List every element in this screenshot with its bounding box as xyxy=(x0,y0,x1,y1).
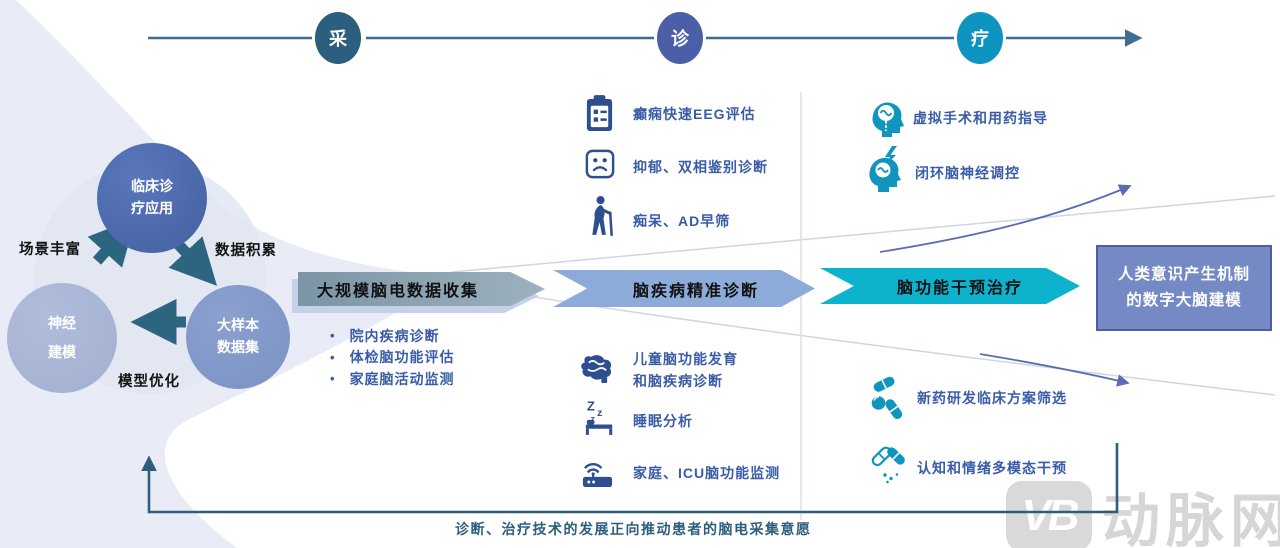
diagnosis-item-label: 儿童脑功能发育 xyxy=(633,351,738,367)
circle-clinical-application: 临床诊疗应用 xyxy=(97,143,207,253)
diagnosis-item-label: 痴呆、AD早筛 xyxy=(633,213,731,229)
banner-precise-diagnosis: 脑疾病精准诊断 xyxy=(553,270,815,307)
head-bolt-icon xyxy=(866,146,906,198)
diagnosis-item-label: 睡眠分析 xyxy=(633,413,693,429)
watermark-text: 动脉网 xyxy=(1102,489,1280,548)
capsules-icon xyxy=(871,442,907,490)
pills-icon xyxy=(870,375,904,425)
funnel-curves xyxy=(451,195,1276,396)
stage-diagnose: 诊 xyxy=(657,12,703,64)
feedback-loop-arrow xyxy=(141,443,1119,514)
head-brain-icon xyxy=(868,96,906,143)
svg-text:Z: Z xyxy=(587,398,595,413)
diagnosis-item-label: 癫痫快速EEG评估 xyxy=(633,106,756,122)
expansion-arrows xyxy=(879,184,1132,387)
goal-digital-brain-box: 人类意识产生机制的数字大脑建模 xyxy=(1096,245,1272,331)
monitor-device-icon xyxy=(580,456,615,493)
bullet-item: 家庭脑活动监测 xyxy=(330,368,455,390)
sleep-bed-icon: Z z z xyxy=(584,398,616,441)
svg-text:z: z xyxy=(591,414,595,424)
label-data-accumulation: 数据积累 xyxy=(215,243,277,259)
label-rich-scenarios: 场景丰富 xyxy=(19,242,81,258)
svg-text:z: z xyxy=(597,408,602,419)
banner-eeg-data-collection: 大规模脑电数据收集 xyxy=(298,272,545,306)
sad-face-icon xyxy=(585,149,615,184)
diagnosis-item-label: 抑郁、双相鉴别诊断 xyxy=(633,159,768,175)
feedback-caption: 诊断、治疗技术的发展正向推动患者的脑电采集意愿 xyxy=(455,521,812,537)
stage-treat: 疗 xyxy=(957,12,1003,64)
brain-icon xyxy=(577,351,616,388)
bullet-item: 院内疾病诊断 xyxy=(330,325,455,347)
collection-bullet-list: 院内疾病诊断 体检脑功能评估 家庭脑活动监测 xyxy=(330,325,455,390)
diagnosis-item-label: 家庭、ICU脑功能监测 xyxy=(633,465,781,481)
treatment-item-label: 新药研发临床方案筛选 xyxy=(917,390,1067,406)
banner-intervention-treatment: 脑功能干预治疗 xyxy=(820,268,1080,304)
treatment-item-label: 虚拟手术和用药指导 xyxy=(913,110,1048,126)
watermark-logo: VB xyxy=(1006,481,1092,548)
watermark: VB 动脉网 xyxy=(1006,474,1280,548)
circle-large-dataset: 大样本数据集 xyxy=(186,285,290,389)
label-model-optimization: 模型优化 xyxy=(118,374,180,390)
circle-neural-modeling: 神经建模 xyxy=(7,283,117,393)
treatment-item-label: 闭环脑神经调控 xyxy=(915,165,1020,181)
bullet-item: 体检脑功能评估 xyxy=(330,347,455,369)
diagnosis-item-label: 和脑疾病诊断 xyxy=(633,373,723,389)
treatment-item-label: 认知和情绪多模态干预 xyxy=(917,460,1067,476)
clipboard-eeg-icon xyxy=(584,93,615,139)
elderly-cane-icon xyxy=(587,195,616,243)
stage-collect: 采 xyxy=(315,12,361,64)
